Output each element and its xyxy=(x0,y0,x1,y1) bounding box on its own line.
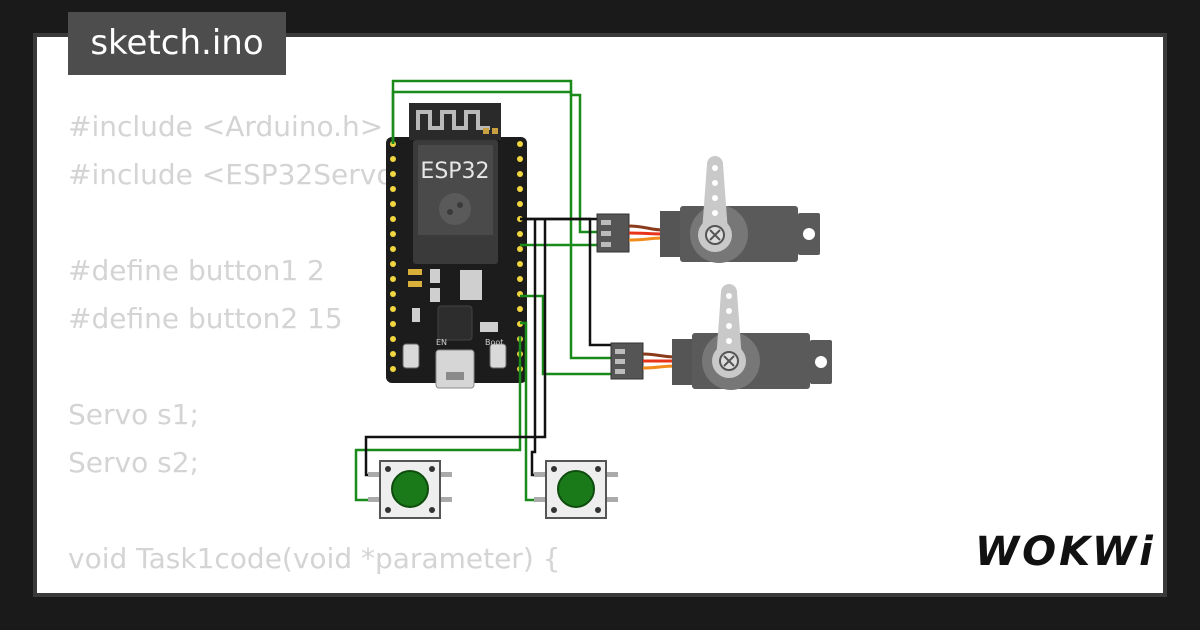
boot-label: Boot xyxy=(485,338,503,347)
boot-button[interactable] xyxy=(489,343,507,369)
servo-motor-1[interactable] xyxy=(596,156,820,263)
push-button-2[interactable] xyxy=(534,460,618,519)
usb-chip xyxy=(437,305,473,341)
code-line: Servo s1; xyxy=(68,398,199,431)
esp32-board[interactable]: ESP32 EN Boot xyxy=(386,103,527,389)
wiring xyxy=(354,79,611,502)
wokwi-logo: WOKWi xyxy=(975,529,1156,575)
servo-motor-2[interactable] xyxy=(610,284,832,390)
regulator-chip xyxy=(460,270,482,300)
code-line: void Task1code(void *parameter) { xyxy=(68,542,561,575)
en-button[interactable] xyxy=(402,343,420,369)
diagram-canvas: #include <Arduino.h> #include <ESP32Serv… xyxy=(37,37,1163,593)
code-line: Servo s2; xyxy=(68,446,199,479)
code-line: #define button2 15 xyxy=(68,302,343,335)
usb-port xyxy=(435,349,475,389)
code-line: #define button1 2 xyxy=(68,254,325,287)
en-label: EN xyxy=(436,338,447,347)
file-name-tab: sketch.ino xyxy=(68,12,286,75)
code-line: for (;;) { xyxy=(68,583,560,593)
push-button-1[interactable] xyxy=(368,460,452,519)
board-name: ESP32 xyxy=(420,159,489,184)
code-line: #include <Arduino.h> xyxy=(68,110,384,143)
